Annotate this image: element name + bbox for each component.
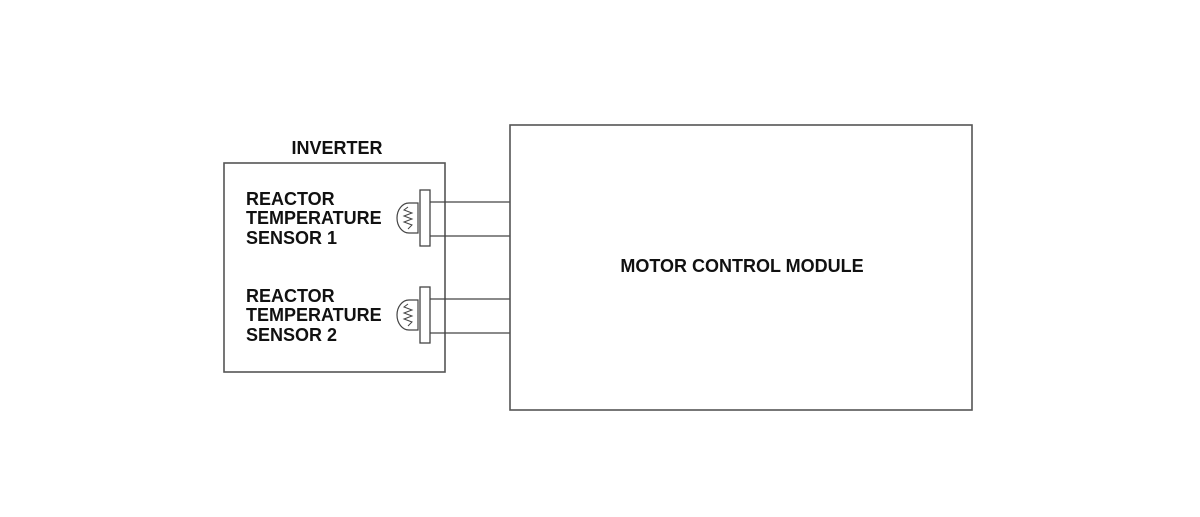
sensor-2-label-line-3: SENSOR 2 — [246, 325, 337, 345]
thermistor-1-icon — [396, 202, 419, 234]
sensor-1-label-line-1: REACTOR — [246, 189, 335, 209]
sensor-2-label-line-1: REACTOR — [246, 286, 335, 306]
reactor-temperature-sensor-1: REACTOR TEMPERATURE SENSOR 1 — [246, 189, 510, 248]
sensor-1-label-line-2: TEMPERATURE — [246, 208, 382, 228]
sensor-1-connector — [419, 189, 431, 247]
inverter-block: INVERTER — [223, 138, 446, 373]
sensor-2-connector — [419, 286, 431, 344]
thermistor-2-icon — [396, 299, 419, 331]
sensor-2-label-line-2: TEMPERATURE — [246, 305, 382, 325]
motor-control-module-box — [509, 124, 973, 411]
sensor-1-label-line-3: SENSOR 1 — [246, 228, 337, 248]
motor-control-module-block: MOTOR CONTROL MODULE — [509, 124, 973, 411]
inverter-box — [223, 162, 446, 373]
motor-control-module-title: MOTOR CONTROL MODULE — [620, 256, 863, 276]
reactor-temperature-sensor-2: REACTOR TEMPERATURE SENSOR 2 — [246, 286, 510, 345]
inverter-title: INVERTER — [291, 138, 382, 158]
